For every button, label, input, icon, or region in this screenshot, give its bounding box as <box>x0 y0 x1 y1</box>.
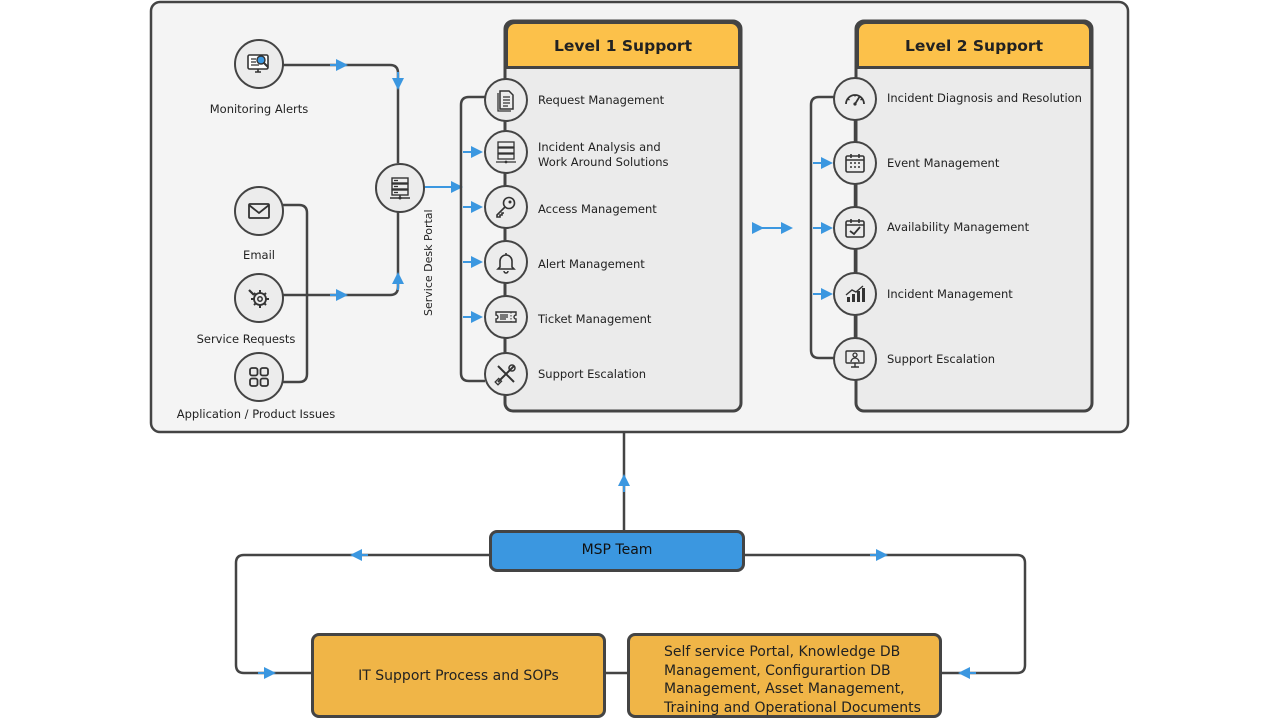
bottom-right-loop <box>744 553 1027 675</box>
msp-team-box: MSP Team <box>489 530 745 572</box>
gear-wrench-icon <box>248 289 269 308</box>
self-service-line-2: Management, Asset Management, <box>664 681 905 697</box>
service-desk-portal-node <box>375 163 425 213</box>
l2-item-3-icon-node <box>833 272 877 316</box>
email-label: Email <box>243 248 275 262</box>
calendar-icon <box>845 154 865 173</box>
application-issues-label: Application / Product Issues <box>176 407 336 421</box>
self-service-box: Self service Portal, Knowledge DB Manage… <box>627 633 942 718</box>
l2-item-1-icon-node <box>833 141 877 185</box>
level2-bracket <box>809 95 834 360</box>
ticket-icon <box>495 311 517 323</box>
key-icon <box>496 196 516 218</box>
l1-item-0-icon-node <box>484 78 528 122</box>
monitoring-alerts-node <box>234 39 284 89</box>
gauge-icon <box>845 94 865 106</box>
l1-item-1-icon-node <box>484 130 528 174</box>
monitoring-alerts-label: Monitoring Alerts <box>209 102 309 116</box>
bottom-left-loop <box>234 553 490 675</box>
l2-item-3-label: Incident Management <box>887 287 1013 301</box>
level1-header: Level 1 Support <box>505 21 741 69</box>
bar-chart-icon <box>845 285 865 302</box>
bell-icon <box>496 253 516 274</box>
l1-item-4-icon-node <box>484 295 528 339</box>
l1-item-1-label: Incident Analysis and Work Around Soluti… <box>538 140 669 169</box>
l2-item-2-icon-node <box>833 206 877 250</box>
l1-item-2-label: Access Management <box>538 202 657 216</box>
server-rack-icon <box>496 141 516 164</box>
l1-item-4-label: Ticket Management <box>538 312 652 326</box>
document-icon <box>497 90 514 112</box>
l1-item-5-icon-node <box>484 352 528 396</box>
l1-item-0-label: Request Management <box>538 93 665 107</box>
l2-item-1-label: Event Management <box>887 156 1000 170</box>
self-service-line-1: Management, Configurartion DB <box>664 662 891 679</box>
it-support-label: IT Support Process and SOPs <box>358 667 559 684</box>
l2-item-4-label: Support Escalation <box>887 352 996 366</box>
presenter-icon <box>845 350 865 368</box>
l2-item-4-icon-node <box>833 337 877 381</box>
service-requests-node <box>234 273 284 323</box>
monitor-search-icon <box>247 54 269 73</box>
tools-icon <box>494 364 516 386</box>
self-service-line-0: Self service Portal, Knowledge DB <box>664 644 901 660</box>
envelope-icon <box>248 203 270 219</box>
service-desk-portal-label: Service Desk Portal <box>422 209 435 316</box>
service-requests-label: Service Requests <box>196 332 296 346</box>
l2-item-0-icon-node <box>833 77 877 121</box>
email-app-bracket <box>283 203 309 384</box>
server-rack-icon <box>390 177 410 200</box>
level1-bracket <box>459 95 485 383</box>
it-support-box: IT Support Process and SOPs <box>311 633 606 718</box>
app-grid-icon <box>249 367 269 387</box>
calendar-check-icon <box>845 219 865 238</box>
l1-item-3-label: Alert Management <box>538 257 645 271</box>
level2-header: Level 2 Support <box>856 21 1092 69</box>
l1-item-2-icon-node <box>484 185 528 229</box>
self-service-line-3: Training and Operational Documents <box>664 699 921 716</box>
l1-item-5-label: Support Escalation <box>538 367 647 381</box>
l2-item-2-label: Availability Management <box>887 220 1030 234</box>
l2-item-0-label: Incident Diagnosis and Resolution <box>887 91 1082 105</box>
email-node <box>234 186 284 236</box>
application-issues-node <box>234 352 284 402</box>
l1-item-3-icon-node <box>484 240 528 284</box>
